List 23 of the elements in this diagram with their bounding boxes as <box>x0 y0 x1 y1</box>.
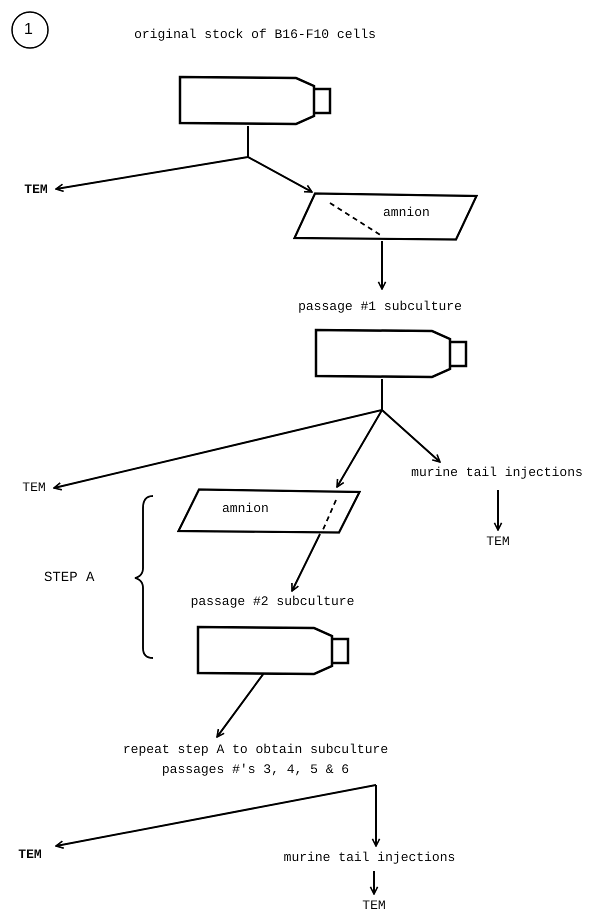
flask-label: passage #1 subculture <box>297 298 463 316</box>
flask-label: original stock of B16-F10 cells <box>133 26 377 44</box>
step-text: TEM <box>480 532 516 550</box>
callout-number: 1 <box>24 21 33 39</box>
arrow <box>378 241 386 290</box>
step-text: murine tail injections <box>392 463 602 483</box>
arrow <box>216 672 265 738</box>
step-text: TEM <box>12 845 48 863</box>
arrow <box>494 490 502 531</box>
arrow <box>291 534 321 592</box>
arrow <box>372 785 380 847</box>
step-text: TEM <box>16 478 52 496</box>
arrow <box>247 126 313 193</box>
step-text: repeat step A to obtain subculture passages #'s 3, 4, 5 & 6 <box>118 740 393 784</box>
arrow <box>370 871 378 895</box>
step-label: STEP A <box>44 569 94 587</box>
step-text: TEM <box>356 896 392 913</box>
flask-label: passage #2 subculture <box>190 593 356 611</box>
step-text: murine tail injections <box>262 848 477 868</box>
amnion-label: amnion <box>383 204 430 222</box>
arrow <box>55 784 376 849</box>
amnion-label: amnion <box>222 500 269 518</box>
step-text: TEM <box>18 180 54 198</box>
